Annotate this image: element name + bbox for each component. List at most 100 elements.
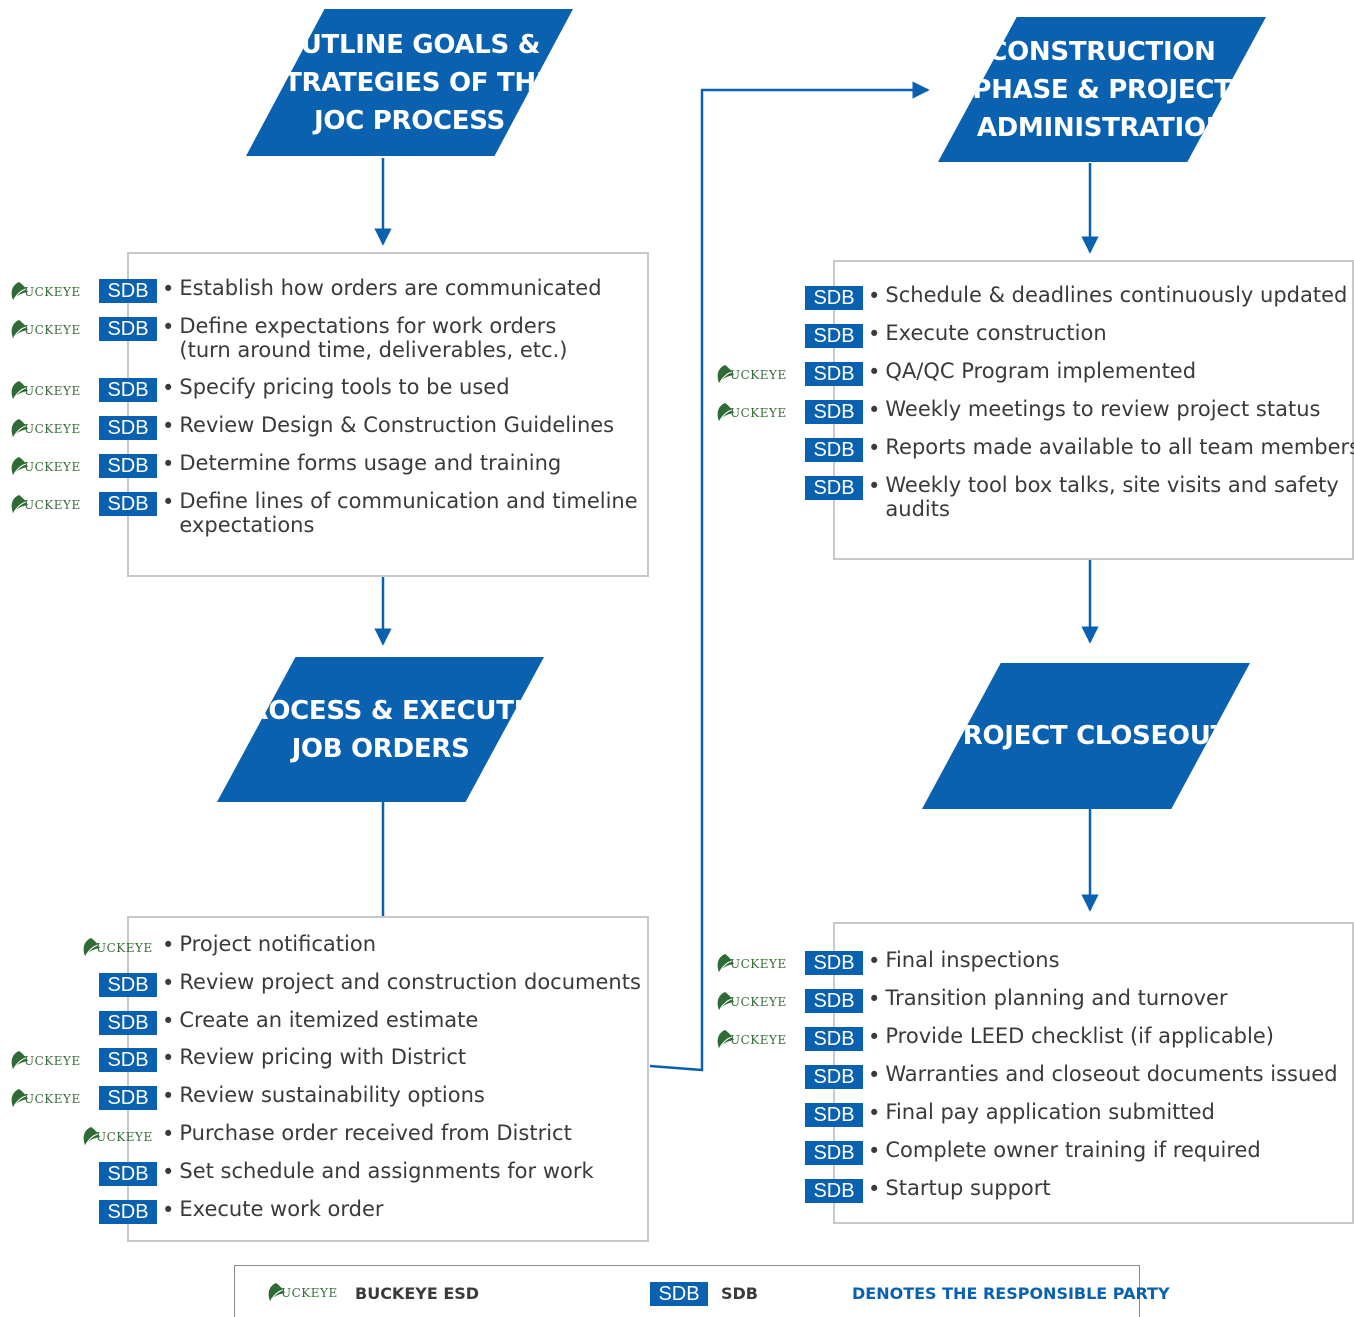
item-label: Complete owner training if required (885, 1138, 1261, 1162)
item-label: Create an itemized estimate (179, 1008, 479, 1032)
sdb-badge: SDB (805, 951, 863, 975)
buckeye-logo: UCKEYE (8, 494, 92, 516)
buckeye-logo-text: UCKEYE (24, 323, 81, 337)
buckeye-logo-text: UCKEYE (730, 995, 787, 1009)
buckeye-logo-text: UCKEYE (730, 368, 787, 382)
list-item: UCKEYE•Purchase order received from Dist… (0, 1121, 640, 1152)
bullet-icon: • (162, 414, 175, 438)
bullet-icon: • (868, 284, 881, 308)
bullet-icon: • (868, 1025, 881, 1049)
item-label: Startup support (885, 1176, 1051, 1200)
list-item: SDB•Schedule & deadlines continuously up… (706, 283, 1347, 314)
legend: UCKEYE BUCKEYE ESD SDB SDB DENOTES THE R… (234, 1265, 1170, 1317)
bullet-icon: • (868, 1139, 881, 1163)
buckeye-logo: UCKEYE (80, 1126, 164, 1148)
bullet-icon: • (868, 949, 881, 973)
item-text: •Startup support (868, 1176, 1051, 1202)
item-text: •Complete owner training if required (868, 1138, 1261, 1164)
buckeye-logo: UCKEYE (714, 991, 798, 1013)
bullet-icon: • (868, 1177, 881, 1201)
item-label: Warranties and closeout documents issued (885, 1062, 1338, 1086)
buckeye-logo-text: UCKEYE (24, 384, 81, 398)
item-label: Weekly meetings to review project status (885, 397, 1321, 421)
buckeye-logo: UCKEYE (8, 319, 92, 341)
bullet-icon: • (162, 277, 175, 301)
buckeye-logo: UCKEYE (8, 456, 92, 478)
item-label: Review sustainability options (179, 1083, 485, 1107)
sdb-badge: SDB (99, 1162, 157, 1186)
buckeye-logo-text: UCKEYE (730, 1033, 787, 1047)
item-label: Execute construction (885, 321, 1107, 345)
item-label: QA/QC Program implemented (885, 359, 1197, 383)
item-text: •Reports made available to all team memb… (868, 435, 1354, 461)
bullet-icon: • (868, 1063, 881, 1087)
list-item: UCKEYE SDB•Specify pricing tools to be us… (0, 375, 640, 406)
legend-note: DENOTES THE RESPONSIBLE PARTY (852, 1284, 1170, 1303)
item-text: •Review Design & Construction Guidelines (162, 413, 614, 439)
buckeye-logo: UCKEYE (714, 402, 798, 424)
buckeye-logo: UCKEYE (8, 418, 92, 440)
list-item: UCKEYE SDB•Define lines of communication … (0, 489, 640, 537)
buckeye-logo-text: UCKEYE (730, 406, 787, 420)
buckeye-logo-text: UCKEYE (730, 957, 787, 971)
buckeye-logo: UCKEYE (8, 380, 92, 402)
item-label: Project notification (179, 932, 377, 956)
item-text: •Specify pricing tools to be used (162, 375, 510, 401)
legend-buckeye-logo: UCKEYE (265, 1282, 349, 1304)
list-item: SDB•Startup support (706, 1176, 1346, 1207)
sdb-badge: SDB (805, 1103, 863, 1127)
header-outline-goals-text: OUTLINE GOALS & STRATEGIES OF THE JOC PR… (265, 29, 554, 136)
item-label: Review Design & Construction Guidelines (179, 413, 615, 437)
bullet-icon: • (162, 452, 175, 476)
sdb-badge: SDB (99, 378, 157, 402)
list-item: SDB•Final pay application submitted (706, 1100, 1346, 1131)
legend-buckeye-logo-text: UCKEYE (281, 1286, 338, 1300)
sdb-badge: SDB (99, 1011, 157, 1035)
buckeye-logo-text: UCKEYE (96, 941, 153, 955)
legend-sdb-label: SDB (721, 1284, 758, 1303)
item-text: •Warranties and closeout documents issue… (868, 1062, 1338, 1088)
sdb-badge: SDB (99, 1200, 157, 1224)
buckeye-logo: UCKEYE (714, 1029, 798, 1051)
item-label: Review project and construction document… (179, 970, 641, 994)
sdb-badge: SDB (99, 1048, 157, 1072)
item-text: •Define expectations for work orders (tu… (162, 314, 567, 362)
sdb-badge: SDB (99, 317, 157, 341)
item-label: Transition planning and turnover (885, 986, 1228, 1010)
sdb-badge: SDB (805, 324, 863, 348)
bullet-icon: • (162, 1160, 175, 1184)
item-text: •Transition planning and turnover (868, 986, 1228, 1012)
item-label: Provide LEED checklist (if applicable) (885, 1024, 1274, 1048)
buckeye-logo-text: UCKEYE (24, 1054, 81, 1068)
buckeye-logo: UCKEYE (8, 1050, 92, 1072)
bullet-icon: • (162, 376, 175, 400)
item-text: •Determine forms usage and training (162, 451, 561, 477)
list-item: SDB•Execute work order (0, 1197, 640, 1228)
legend-buckeye-label: BUCKEYE ESD (355, 1284, 480, 1303)
arrow-process-to-construction (649, 81, 930, 1072)
sdb-badge: SDB (805, 1141, 863, 1165)
header-construction-phase-text: CONSTRUCTION PHASE & PROJECT ADMINISTRAT… (972, 36, 1232, 143)
bullet-icon: • (868, 322, 881, 346)
item-text: •Define lines of communication and timel… (162, 489, 638, 537)
sdb-badge: SDB (99, 492, 157, 516)
list-item: UCKEYE SDB•Define expectations for work o… (0, 314, 640, 362)
item-text: •Review sustainability options (162, 1083, 485, 1109)
item-text: •Set schedule and assignments for work (162, 1159, 594, 1185)
item-label: Establish how orders are communicated (179, 276, 602, 300)
item-label: Define expectations for work orders (tur… (179, 314, 568, 362)
buckeye-logo: UCKEYE (8, 1088, 92, 1110)
buckeye-logo: UCKEYE (714, 953, 798, 975)
list-item: SDB•Execute construction (706, 321, 1346, 352)
item-label: Weekly tool box talks, site visits and s… (885, 473, 1339, 521)
list-item: UCKEYE•Project notification (0, 932, 640, 963)
bullet-icon: • (868, 1101, 881, 1125)
buckeye-logo: UCKEYE (80, 937, 164, 959)
